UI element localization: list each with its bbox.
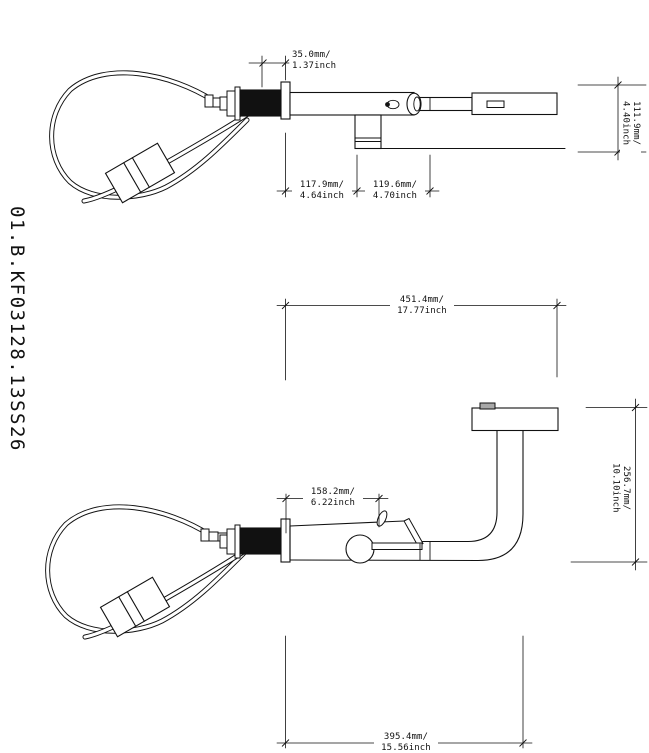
diverter-knob-side [376, 510, 388, 527]
side-view-drawing [45, 402, 559, 640]
spout-elbow-side [467, 429, 524, 562]
dimension-inch-value: 1.37inch [292, 60, 337, 71]
dimension-inch-value: 15.56inch [381, 742, 431, 753]
dimension-inch-value: 4.40inch [620, 100, 631, 146]
faucet-body-top [289, 91, 558, 116]
spray-head-side [471, 402, 559, 432]
dimension-inch-value: 6.22inch [310, 497, 356, 508]
dimension-top-length-left: 117.9mm/ 4.64inch [292, 180, 352, 201]
dimension-lines-top [248, 55, 647, 198]
dimension-mm-value: 117.9mm/ [299, 180, 345, 190]
spray-head-button-top [486, 100, 505, 108]
dimension-side-overall-length: 451.4mm/ 17.77inch [390, 295, 454, 316]
dimension-mm-value: 35.0mm/ [292, 50, 331, 60]
dimension-top-collar-width: 35.0mm/ 1.37inch [291, 50, 343, 71]
counterweight-side [99, 576, 171, 638]
handle-lever-side [371, 542, 423, 550]
dimension-mm-value: 119.6mm/ [372, 180, 418, 190]
dimension-top-length-right: 119.6mm/ 4.70inch [365, 180, 425, 201]
dimension-side-height: 256.7mm/ 10.10inch [610, 453, 631, 523]
dimension-inch-value: 4.70inch [372, 190, 418, 201]
part-number-label: 01.B.KF03128.13SS26 [6, 206, 28, 452]
dimension-top-height: 111.9mm/ 4.40inch [620, 93, 641, 153]
dimension-mm-value: 158.2mm/ [310, 487, 356, 497]
flange-top [280, 81, 291, 120]
spray-head-button-side [479, 402, 496, 410]
dimension-mm-value: 451.4mm/ [399, 295, 445, 305]
counterweight-top [104, 142, 176, 204]
spray-head-top [471, 92, 558, 116]
flange-side [280, 518, 291, 563]
mounting-collar-side [219, 518, 291, 563]
dimension-side-lower-length: 395.4mm/ 15.56inch [374, 732, 438, 753]
handle-plate-side [403, 517, 424, 547]
handle-ball-side [345, 534, 375, 564]
dimension-side-body-length: 158.2mm/ 6.22inch [303, 487, 363, 508]
faucet-body-side [289, 510, 479, 564]
dimension-lines-side [276, 298, 648, 749]
dimension-mm-value: 256.7mm/ [621, 465, 631, 511]
dimension-inch-value: 10.10inch [610, 463, 621, 513]
side-outlet-top [354, 114, 566, 150]
top-view-drawing [49, 70, 566, 204]
dimension-inch-value: 4.64inch [299, 190, 345, 201]
dimension-mm-value: 111.9mm/ [631, 100, 641, 146]
mounting-collar-top [219, 81, 291, 121]
dimension-mm-value: 395.4mm/ [383, 732, 429, 742]
dimension-inch-value: 17.77inch [397, 305, 447, 316]
